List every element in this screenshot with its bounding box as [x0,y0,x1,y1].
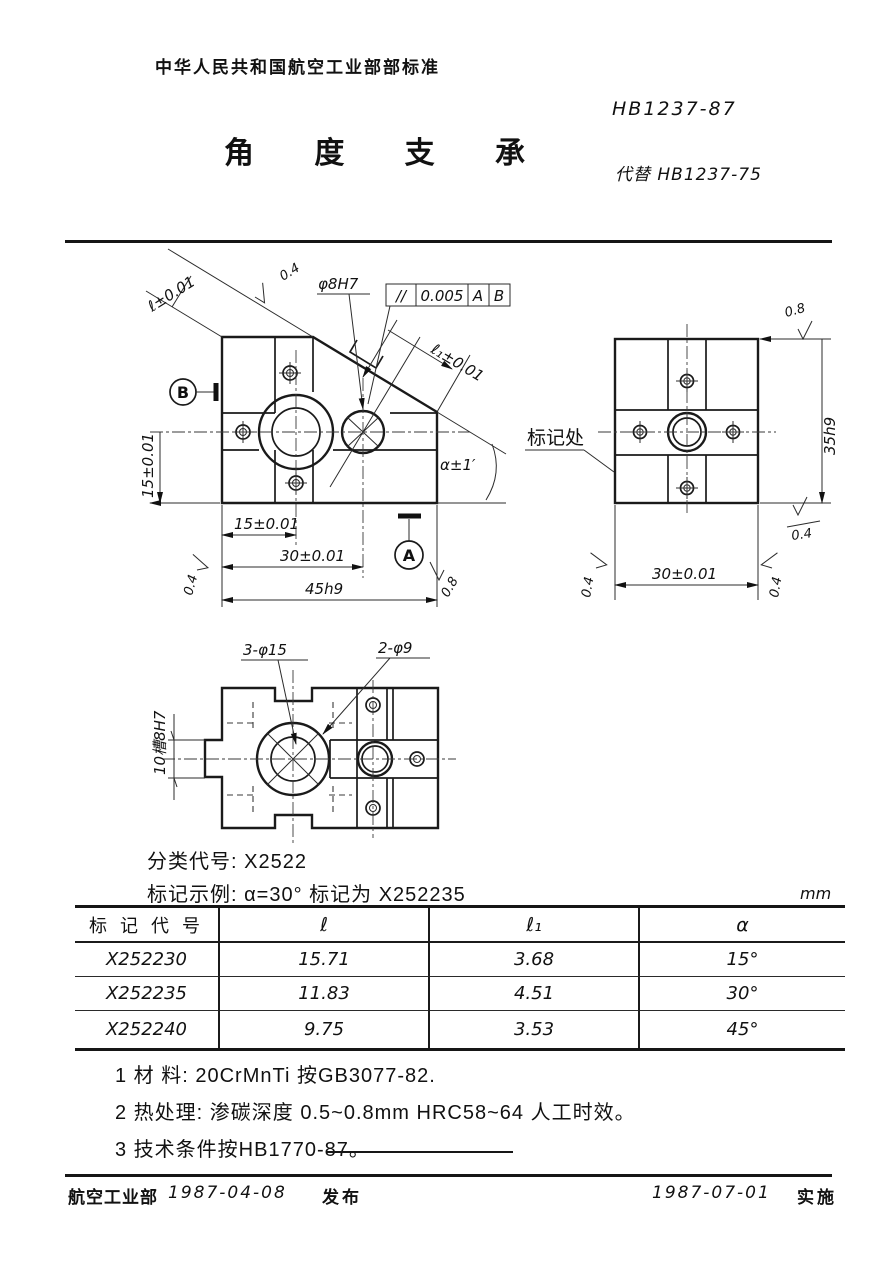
hole-callout: φ8H7 [318,275,359,293]
notes-block: 1 材 料: 20CrMnTi 按GB3077-82. 2 热处理: 渗碳深度 … [115,1058,636,1169]
holes-2x9-callout: 2-φ9 [378,639,412,657]
dim-30-front: 30±0.01 [280,547,345,565]
fcf-symbol: // [394,287,408,305]
table-cell: X252240 [75,1011,220,1048]
side-screw-holes [629,370,744,499]
roughness-04-bottom-left: 0.4 [579,576,597,599]
table-cell: X252230 [75,943,220,977]
dim-30-side: 30±0.01 [652,565,717,583]
table-header-l1: ℓ₁ [430,908,640,943]
notes-underline [327,1151,513,1153]
dim-15-vertical: 15±0.01 [139,433,157,498]
front-view: ℓ±0.01 0.4 φ8H7 // 0.005 A B ℓ₁±0.01 B 1… [139,248,511,607]
footer-divider [65,1174,832,1177]
table-cell: X252235 [75,977,220,1011]
table-cell: 15.71 [220,943,430,977]
fcf-value: 0.005 [421,287,464,305]
table-cell: 3.53 [430,1011,640,1048]
datum-b: B [169,378,219,406]
dim-angle: α±1′ [440,456,476,474]
table-row: X252230 15.71 3.68 15° [75,943,845,977]
table-header-row: 标 记 代 号 ℓ ℓ₁ α [75,908,845,943]
table-row: X252235 11.83 4.51 30° [75,977,845,1011]
footer-org: 航空工业部 [68,1188,158,1207]
footer-issue-date: 1987-04-08 [168,1183,287,1203]
marking-location-label: 标记处 [527,427,584,449]
footer-impl-label: 实施 [797,1188,837,1207]
top-outline [203,686,440,830]
dim-35h9: 35h9 [821,417,839,455]
top-screw-holes [365,697,425,816]
table-cell: 4.51 [430,977,640,1011]
roughness-04-mid: 0.4 [790,526,813,544]
roughness-08-right: 0.8 [438,575,461,600]
footer-impl-date: 1987-07-01 [652,1183,771,1203]
table-cell: 3.68 [430,943,640,977]
classification-code: 分类代号: X2522 [147,851,307,873]
roughness-08-top: 0.8 [783,301,807,321]
table-row: X252240 9.75 3.53 45° [75,1011,845,1048]
marking-example: 标记示例: α=30° 标记为 X252235 [147,884,466,906]
table-header-l: ℓ [220,908,430,943]
unit-label: mm [800,884,832,903]
fcf-datum-a: A [472,287,483,305]
note-tech-conditions: 3 技术条件按HB1770-87。 [115,1139,370,1161]
svg-text:A: A [403,546,416,565]
fcf-datum-b: B [494,287,504,305]
table-cell: 45° [726,1019,759,1040]
front-outline [220,335,439,505]
datum-a: A [394,513,424,570]
note-heat-treatment: 2 热处理: 渗碳深度 0.5~0.8mm HRC58~64 人工时效。 [115,1102,636,1124]
table-cell: 9.75 [220,1011,430,1048]
svg-text:B: B [177,383,189,402]
dim-15-horizontal: 15±0.01 [234,515,299,533]
table-header-alpha: α [640,908,845,943]
roughness-04-incline: 0.4 [277,261,302,285]
dim-l1-label: ℓ₁±0.01 [427,339,487,385]
slot-dim-label: 10槽8H7 [151,710,169,775]
page-title: 角 度 支 承 [224,137,552,170]
table-cell: 15° [640,943,845,977]
side-view: 标记处 35h9 0.8 0.4 30±0.01 0.4 0.4 [525,301,839,600]
holes-3x15-callout: 3-φ15 [243,641,287,659]
header-divider [65,240,832,243]
parameter-table: 标 记 代 号 ℓ ℓ₁ α X252230 15.71 3.68 15° X2… [75,905,845,1051]
standard-org-title: 中华人民共和国航空工业部部标准 [155,58,440,77]
note-material: 1 材 料: 20CrMnTi 按GB3077-82. [115,1065,436,1087]
roughness-04-bottom-right: 0.4 [767,576,785,599]
table-cell: 11.83 [220,977,430,1011]
footer-issue-label: 发布 [322,1188,362,1207]
table-header-code: 标 记 代 号 [75,908,220,943]
table-cell: 30° [640,977,845,1011]
roughness-04-left: 0.4 [181,573,201,597]
replaces-note: 代替 HB1237-75 [615,165,762,185]
top-view: 3-φ15 2-φ9 10槽8H7 [151,639,456,846]
standard-number: HB1237-87 [612,98,737,120]
dim-45h9: 45h9 [305,580,343,598]
